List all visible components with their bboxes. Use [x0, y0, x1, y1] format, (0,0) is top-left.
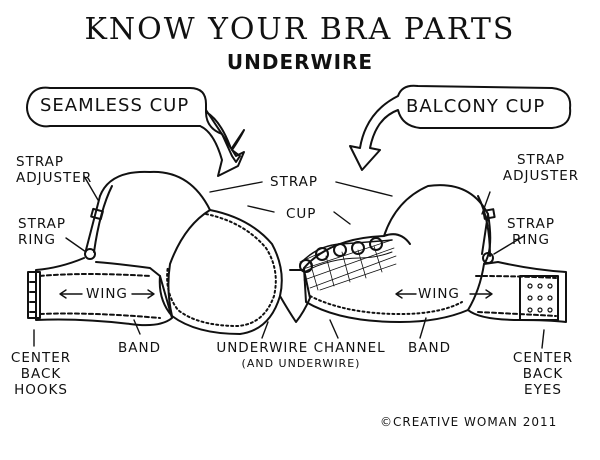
balcony-cup-callout-bubble: [349, 84, 572, 171]
page-subtitle: UNDERWIRE: [226, 50, 374, 74]
seamless-cup-arrow: [199, 109, 245, 177]
underwire-channel-label: UNDERWIRE CHANNEL (AND UNDERWIRE): [216, 340, 386, 370]
page-title: KNOW YOUR BRA PARTS: [84, 12, 516, 47]
left-underwire-channel: [166, 213, 277, 327]
center-back-eyes: [519, 275, 559, 321]
left-cup: [95, 170, 283, 335]
left-wing: [35, 257, 173, 327]
left-cup-seam: [167, 209, 211, 317]
seamless-cup-label: SEAMLESS CUP: [40, 95, 190, 116]
right-strap-adjuster: [482, 208, 496, 220]
right-cup-seam: [383, 233, 411, 245]
band-right-label: BAND: [408, 340, 451, 356]
right-underwire-channel: [309, 295, 463, 315]
center-back-hooks: [27, 271, 41, 319]
band-left-label: BAND: [118, 340, 161, 356]
cup-label: CUP: [286, 206, 317, 222]
left-strap-ring: [84, 248, 96, 260]
wing-right-label: WING: [418, 286, 460, 302]
balcony-cup-label: BALCONY CUP: [406, 96, 546, 117]
left-strap-adjuster: [90, 207, 104, 221]
wing-left-label: WING: [86, 286, 128, 302]
strap-label: STRAP: [270, 174, 319, 190]
center-gore: [279, 269, 311, 323]
right-strap: [477, 195, 491, 257]
credit-text: ©CREATIVE WOMAN 2011: [380, 415, 558, 429]
